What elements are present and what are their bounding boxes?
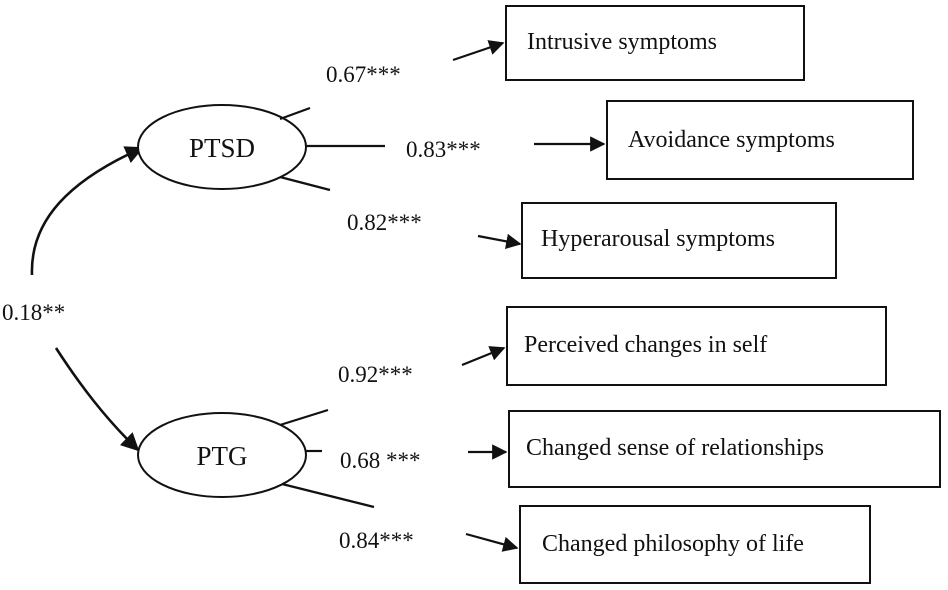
ptg-path-stub-self xyxy=(279,408,329,427)
ptsd-path-stub-intrusive xyxy=(279,106,311,121)
label-philosophy: Changed philosophy of life xyxy=(542,531,804,557)
loading-self: 0.92*** xyxy=(338,362,413,387)
label-intrusive: Intrusive symptoms xyxy=(527,29,717,55)
box-self xyxy=(506,306,887,386)
ptg-path-stub-philosophy xyxy=(281,482,375,509)
arrow-hyperarousal xyxy=(477,233,522,249)
loading-relationships: 0.68 *** xyxy=(340,448,421,473)
loading-intrusive: 0.67*** xyxy=(326,62,401,87)
box-hyperarousal xyxy=(521,202,837,279)
label-self: Perceived changes in self xyxy=(524,332,767,358)
loading-hyperarousal: 0.82*** xyxy=(347,210,422,235)
arrow-intrusive xyxy=(452,40,505,62)
label-avoidance: Avoidance symptoms xyxy=(628,127,835,153)
arrow-self xyxy=(461,346,506,367)
box-avoidance xyxy=(606,100,914,180)
arrow-philosophy xyxy=(465,532,519,552)
ptsd-label: PTSD xyxy=(189,133,255,163)
loading-avoidance: 0.83*** xyxy=(406,137,481,162)
box-philosophy xyxy=(519,505,871,584)
label-hyperarousal: Hyperarousal symptoms xyxy=(541,226,775,252)
ptg-label: PTG xyxy=(196,441,247,471)
box-intrusive xyxy=(505,5,805,81)
ptg-oval xyxy=(137,412,307,498)
loading-philosophy: 0.84*** xyxy=(339,528,414,553)
ptsd-path-stub-hyperarousal xyxy=(279,175,331,192)
correlation-arrow-ptg xyxy=(54,347,140,452)
correlation-arrow-ptsd xyxy=(30,146,144,276)
box-relationships xyxy=(508,410,941,488)
correlation-coefficient: 0.18** xyxy=(2,300,65,325)
label-relationships: Changed sense of relationships xyxy=(526,435,824,461)
